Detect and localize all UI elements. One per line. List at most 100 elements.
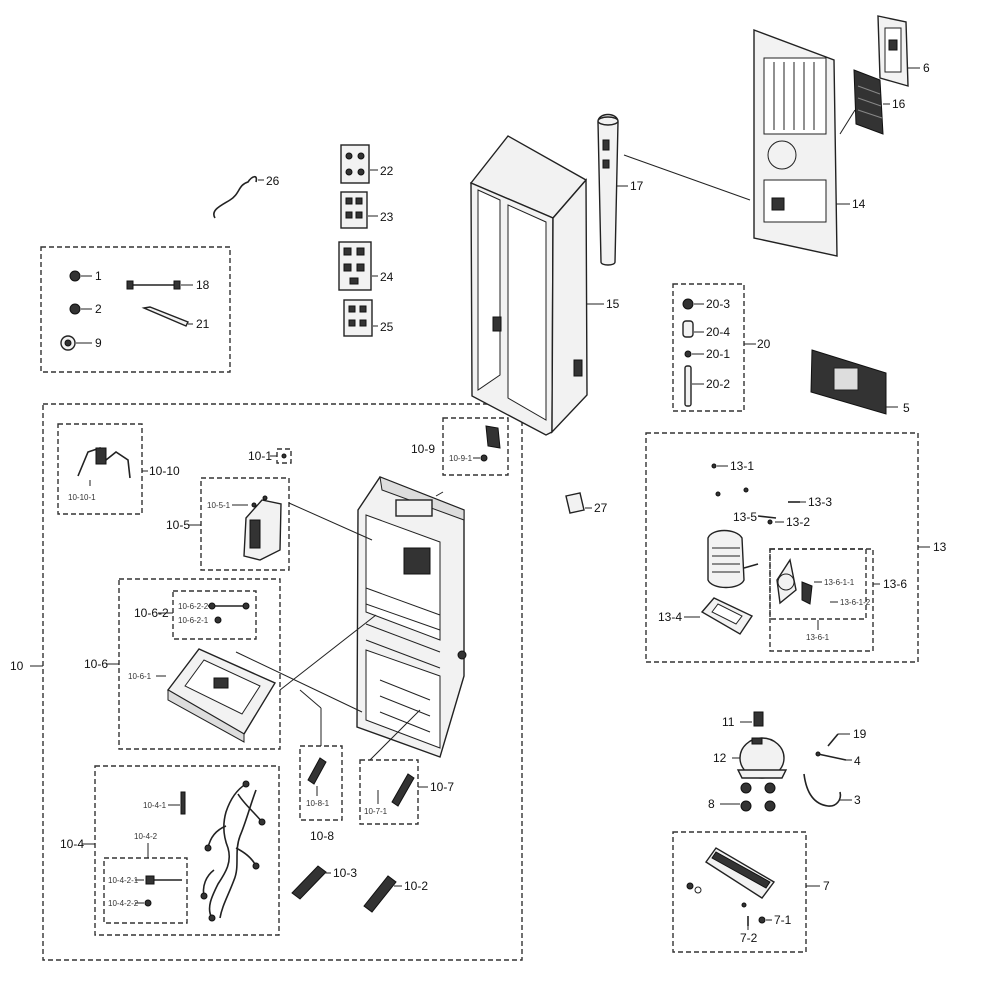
label-10-6-2-2: 10-6-2-2 bbox=[178, 602, 209, 611]
group-box-hardware bbox=[40, 246, 231, 373]
label-26: 26 bbox=[266, 174, 280, 188]
hinge-part-10-10 bbox=[77, 447, 148, 486]
label-24: 24 bbox=[380, 270, 394, 284]
label-10-9-1: 10-9-1 bbox=[449, 454, 473, 463]
compressor-part-12 bbox=[732, 737, 788, 779]
label-13-2: 13-2 bbox=[786, 515, 810, 529]
label-3: 3 bbox=[854, 793, 861, 807]
label-23: 23 bbox=[380, 210, 394, 224]
label-14: 14 bbox=[852, 197, 866, 211]
label-13-6: 13-6 bbox=[883, 577, 907, 591]
bracket-part-21 bbox=[141, 306, 193, 327]
group-box-10-5 bbox=[200, 477, 290, 571]
label-10-6-1: 10-6-1 bbox=[128, 672, 152, 681]
group-box-20 bbox=[672, 283, 745, 412]
wire-harness-part-10-4 bbox=[82, 780, 266, 922]
part-10-1 bbox=[270, 448, 292, 464]
label-10-8: 10-8 bbox=[310, 829, 334, 843]
label-5: 5 bbox=[903, 401, 910, 415]
label-10-1: 10-1 bbox=[248, 449, 272, 463]
label-10-4-2: 10-4-2 bbox=[134, 832, 158, 841]
fan-part-13-6-1 bbox=[776, 558, 880, 630]
label-17: 17 bbox=[630, 179, 644, 193]
leader-10-6b bbox=[279, 614, 377, 691]
fan-assembly-part-13 bbox=[707, 529, 759, 589]
group-box-10 bbox=[42, 403, 523, 961]
label-13-4: 13-4 bbox=[658, 610, 682, 624]
relay-part-11 bbox=[740, 711, 764, 727]
label-10-7-1: 10-7-1 bbox=[364, 807, 388, 816]
label-10-9: 10-9 bbox=[411, 442, 435, 456]
panel-part-24 bbox=[338, 241, 378, 291]
tray-part-13-4 bbox=[684, 597, 754, 635]
label-10-5: 10-5 bbox=[166, 518, 190, 532]
label-22: 22 bbox=[380, 164, 394, 178]
back-panel-part-14 bbox=[753, 28, 850, 257]
group-box-10-10 bbox=[57, 423, 143, 515]
label-10-8-1: 10-8-1 bbox=[306, 799, 330, 808]
label-15: 15 bbox=[606, 297, 620, 311]
label-1: 1 bbox=[95, 269, 102, 283]
rail-part-10-7 bbox=[377, 773, 428, 807]
label-9: 9 bbox=[95, 336, 102, 350]
label-10-6-2: 10-6-2 bbox=[134, 606, 169, 620]
rail-part-10-3 bbox=[291, 865, 331, 900]
part-20-assembly bbox=[682, 298, 756, 407]
label-10-6: 10-6 bbox=[84, 657, 108, 671]
group-box-10-7 bbox=[359, 759, 419, 825]
label-20-1: 20-1 bbox=[706, 347, 730, 361]
part-10-5 bbox=[188, 495, 282, 561]
label-18: 18 bbox=[196, 278, 210, 292]
screws-part-7-1-7-2 bbox=[747, 916, 772, 930]
panel-part-23 bbox=[340, 191, 378, 229]
group-box-10-4 bbox=[94, 765, 280, 936]
label-16: 16 bbox=[892, 97, 906, 111]
label-20: 20 bbox=[757, 337, 771, 351]
group-box-7 bbox=[672, 831, 807, 953]
label-13-6-1-1: 13-6-1-1 bbox=[824, 578, 855, 587]
label-25: 25 bbox=[380, 320, 394, 334]
part-27 bbox=[565, 492, 592, 514]
label-10-3: 10-3 bbox=[333, 866, 357, 880]
rod-part-18 bbox=[126, 280, 193, 290]
label-10: 10 bbox=[10, 659, 24, 673]
label-19: 19 bbox=[853, 727, 867, 741]
part-13-5-13-2 bbox=[757, 515, 784, 525]
label-10-4-2-1: 10-4-2-1 bbox=[108, 876, 139, 885]
label-10-4-1: 10-4-1 bbox=[143, 801, 167, 810]
cover-part-6 bbox=[877, 15, 920, 87]
label-10-6-2-1: 10-6-2-1 bbox=[178, 616, 209, 625]
part-10-9 bbox=[473, 425, 501, 462]
rail-part-10-8 bbox=[307, 757, 327, 796]
leader-10-7 bbox=[369, 709, 421, 761]
foot-part-9 bbox=[60, 335, 92, 351]
part-4 bbox=[815, 751, 852, 761]
label-13-1: 13-1 bbox=[730, 459, 754, 473]
group-box-13 bbox=[645, 432, 919, 663]
nut-part-1 bbox=[69, 270, 92, 282]
label-10-10-1: 10-10-1 bbox=[68, 493, 96, 502]
leader-10-6 bbox=[235, 651, 363, 713]
label-11: 11 bbox=[722, 715, 735, 729]
label-27: 27 bbox=[594, 501, 608, 515]
label-13-6-1: 13-6-1 bbox=[806, 633, 830, 642]
grommet-part-8 bbox=[720, 782, 776, 812]
panel-part-5 bbox=[810, 349, 898, 415]
inner-liner-part-10 bbox=[356, 476, 467, 758]
wire-part-26 bbox=[213, 175, 264, 219]
label-10-4-2-2: 10-4-2-2 bbox=[108, 899, 139, 908]
label-13: 13 bbox=[933, 540, 947, 554]
label-7: 7 bbox=[823, 879, 830, 893]
label-13-3: 13-3 bbox=[808, 495, 832, 509]
group-box-10-8 bbox=[299, 745, 343, 821]
leader-10-5 bbox=[288, 502, 373, 541]
part-10-4-2-1 bbox=[135, 875, 182, 885]
group-box-13-6-1 bbox=[769, 548, 867, 620]
label-21: 21 bbox=[196, 317, 210, 331]
label-13-5: 13-5 bbox=[733, 510, 757, 524]
label-10-2: 10-2 bbox=[404, 879, 428, 893]
label-4: 4 bbox=[854, 754, 861, 768]
leader-10-9 bbox=[435, 491, 444, 497]
label-20-3: 20-3 bbox=[706, 297, 730, 311]
